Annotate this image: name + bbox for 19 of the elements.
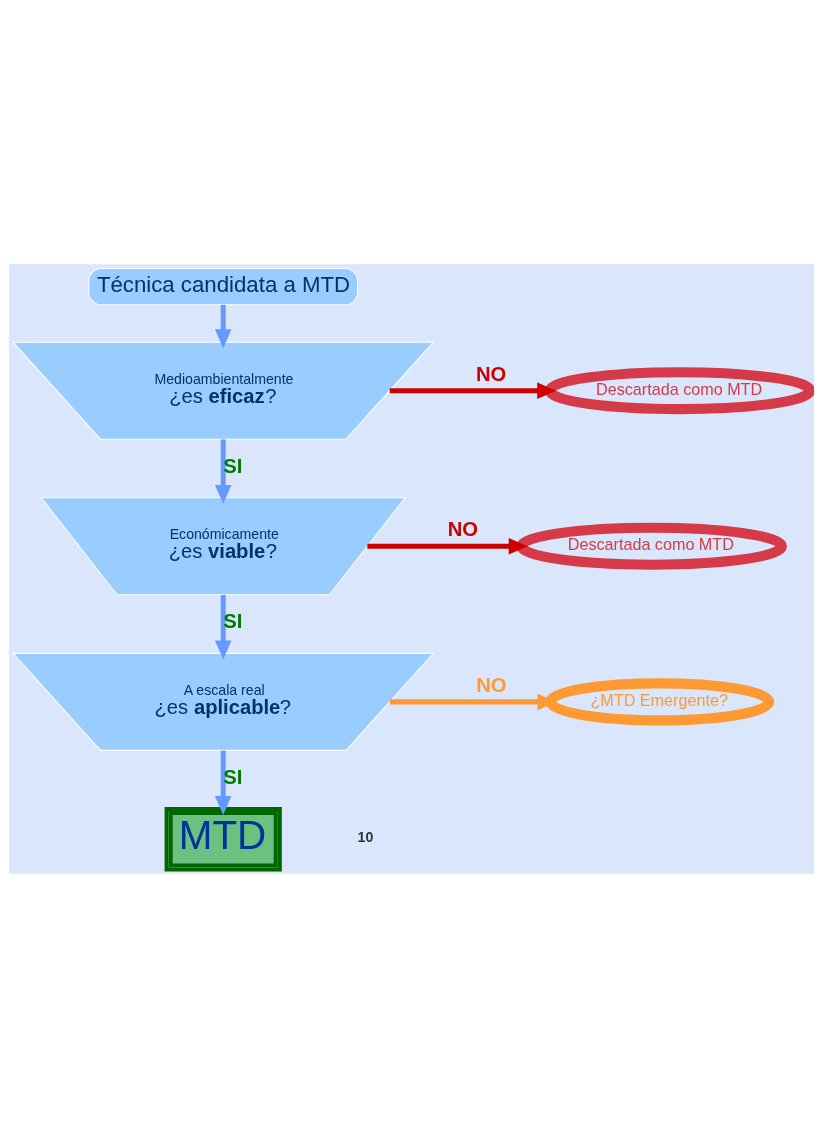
arrow — [214, 750, 231, 815]
arrow — [366, 537, 528, 555]
arrow — [389, 693, 556, 710]
edge-label: NO — [447, 517, 478, 540]
node-box: Técnica candidata a MTD — [87, 267, 358, 305]
edge-label: SI — [222, 765, 242, 788]
arrow — [389, 381, 556, 399]
edge-label: NO — [475, 673, 507, 696]
edge-label: NO — [475, 362, 506, 385]
node-ellipse: Descartada como MTD — [544, 366, 814, 414]
node-ellipse: ¿MTD Emergente? — [544, 677, 774, 725]
edge-label: SI — [222, 454, 242, 476]
node-ellipse: Descartada como MTD — [515, 522, 787, 570]
edge-label: SI — [222, 609, 242, 632]
arrow — [214, 304, 231, 348]
arrow — [214, 594, 231, 659]
node-box: MTD — [164, 806, 282, 872]
arrow — [214, 438, 231, 504]
label: 10 — [357, 828, 373, 845]
